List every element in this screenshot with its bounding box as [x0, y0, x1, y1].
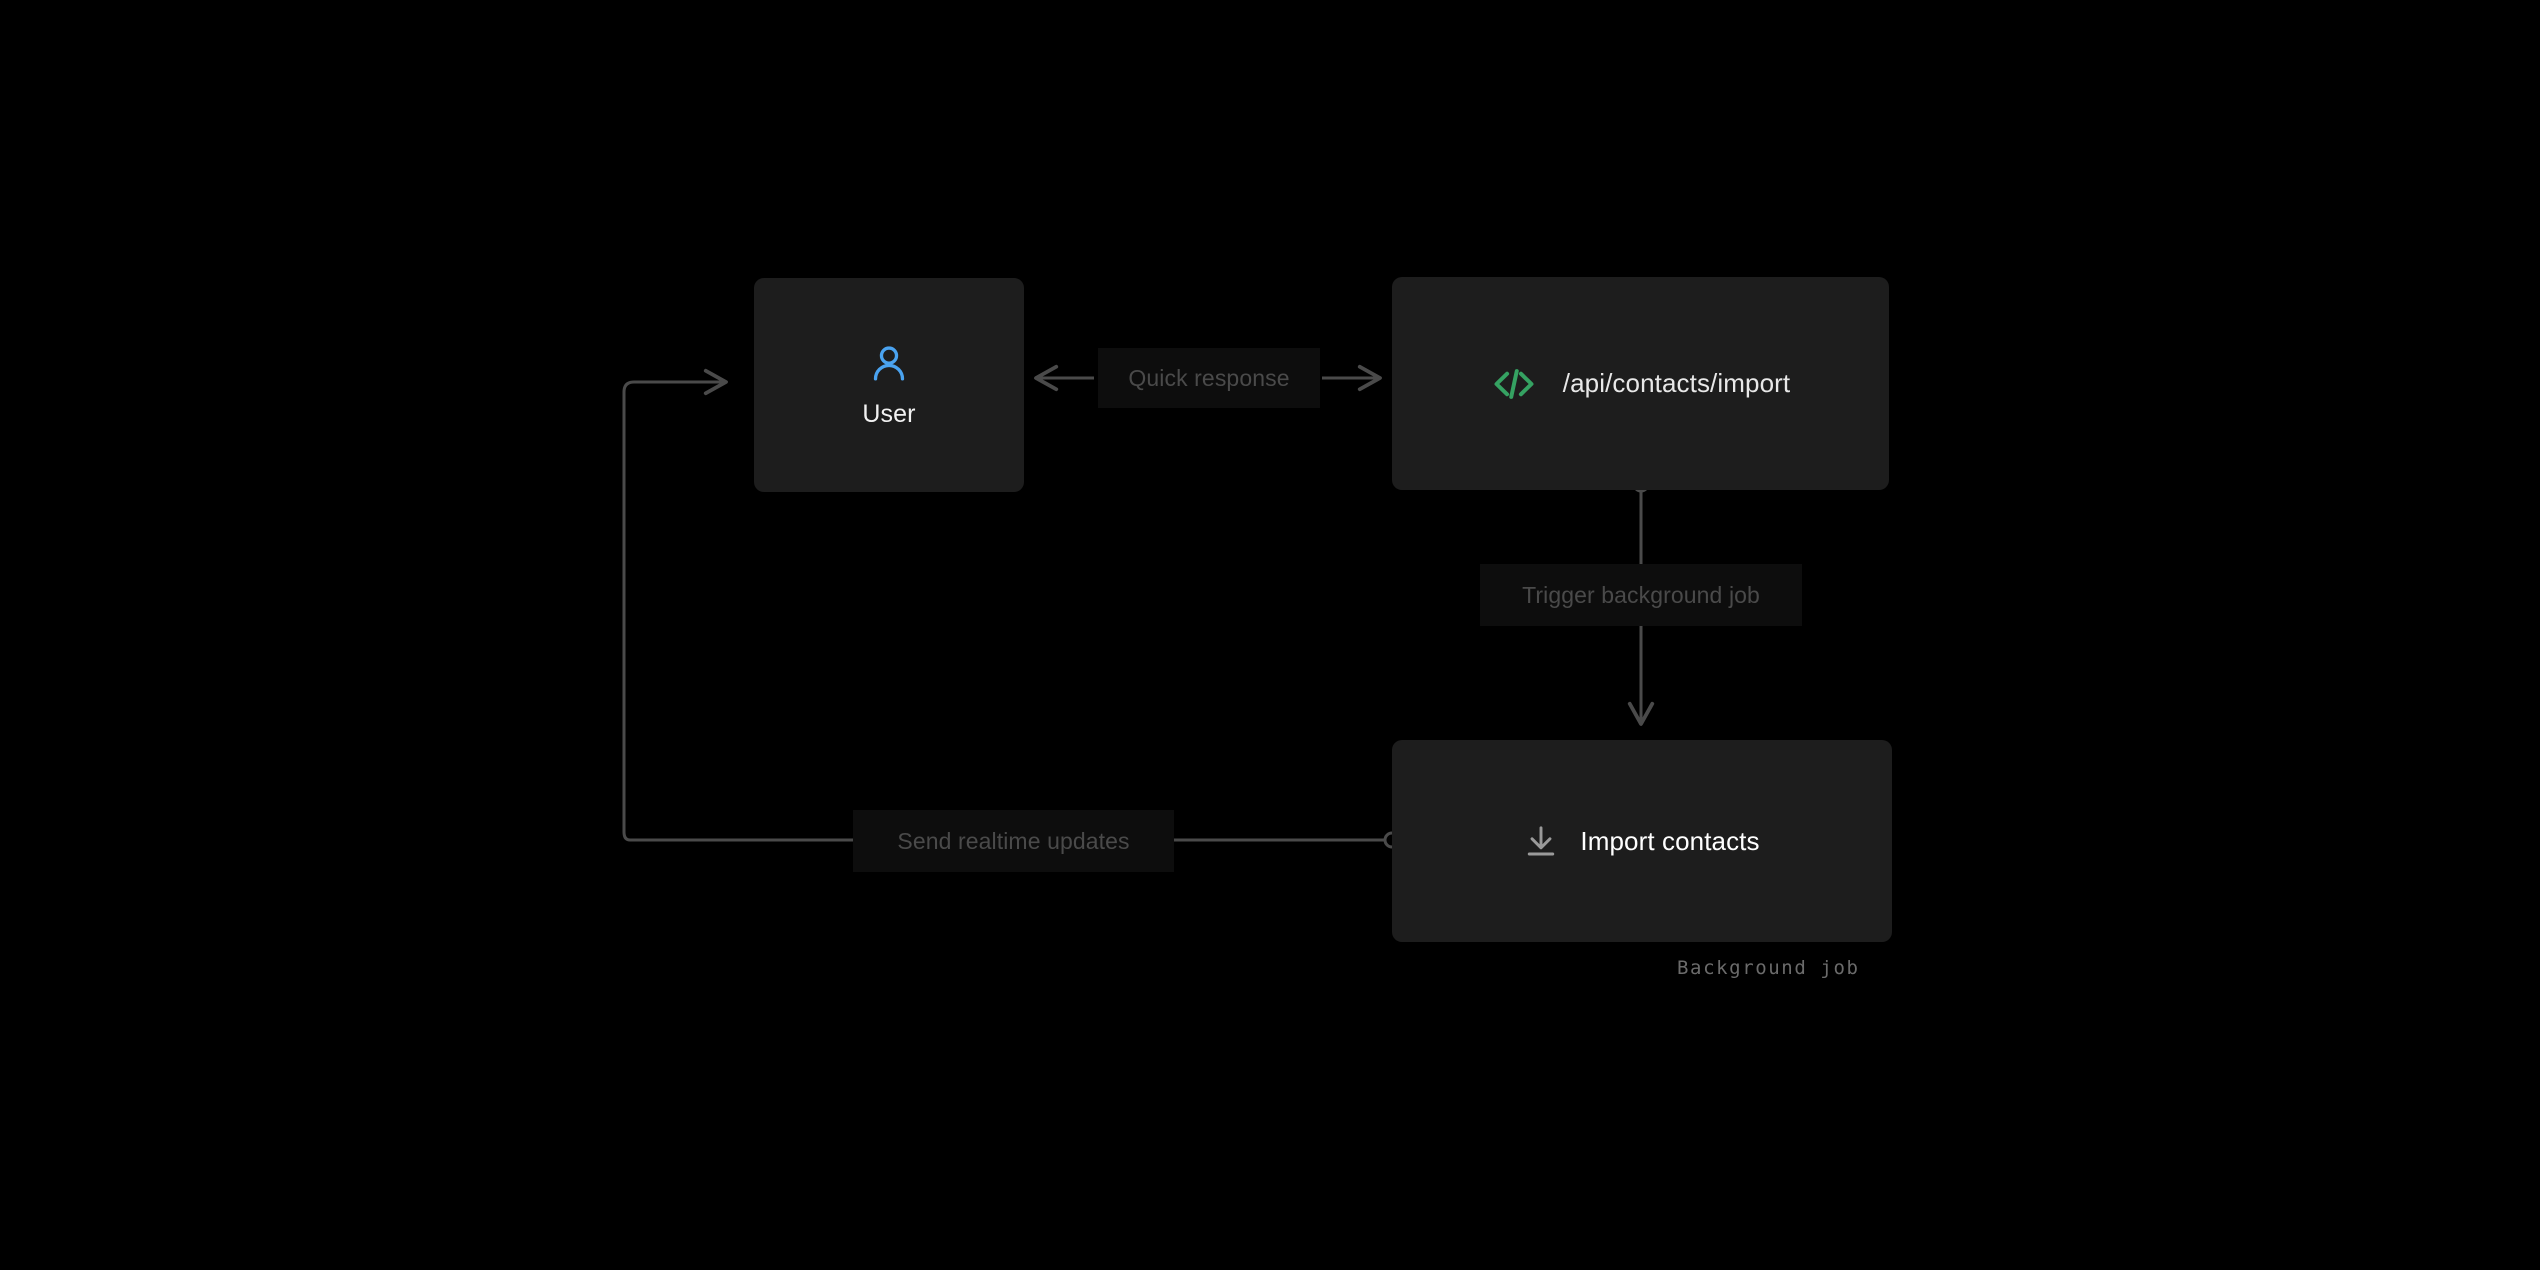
node-import-contacts[interactable]: Import contacts [1392, 740, 1892, 942]
edge-label-trigger-background-job: Trigger background job [1480, 564, 1802, 626]
node-api[interactable]: /api/contacts/import [1392, 277, 1889, 490]
edge-label-quick-response: Quick response [1098, 348, 1320, 408]
node-job-label: Import contacts [1580, 825, 1760, 856]
code-icon [1491, 367, 1537, 401]
download-icon [1524, 824, 1558, 858]
node-job-caption: Background job [1677, 957, 1860, 979]
node-job-content: Import contacts [1524, 824, 1760, 858]
node-user-label: User [862, 399, 916, 428]
edge-label-send-realtime-updates: Send realtime updates [853, 810, 1174, 872]
node-api-label: /api/contacts/import [1562, 368, 1791, 398]
node-api-content: /api/contacts/import [1491, 367, 1790, 401]
user-icon [868, 342, 910, 386]
node-user[interactable]: User [754, 278, 1024, 492]
node-user-content: User [862, 342, 915, 429]
